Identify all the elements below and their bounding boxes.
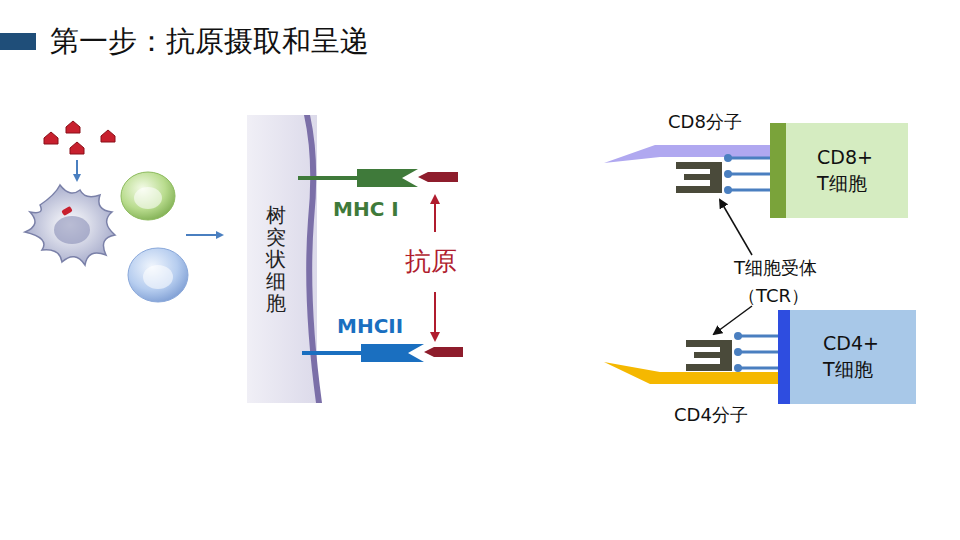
antigen-label: 抗原 xyxy=(405,244,457,279)
cell-membrane xyxy=(304,115,322,403)
t-cell-box: CD8+ T细胞 xyxy=(770,123,908,218)
mhc-ii-receptor xyxy=(361,344,424,362)
tcr-label: T细胞受体 xyxy=(734,256,817,280)
pointer-arrow xyxy=(434,196,436,232)
node-label: CD4+ T细胞 xyxy=(823,331,893,382)
pointer-arrow xyxy=(434,292,436,340)
molecule-label: CD8分子 xyxy=(668,110,742,134)
tcr-label: （TCR） xyxy=(738,284,809,308)
tcr xyxy=(686,340,732,371)
mhc-i-receptor xyxy=(357,169,418,187)
receptor-label: MHC I xyxy=(333,197,399,221)
nucleus xyxy=(54,216,90,244)
molecule-label: CD4分子 xyxy=(674,403,748,427)
t-cell-box: CD4+ T细胞 xyxy=(778,310,916,404)
tcr xyxy=(676,162,722,193)
antigen-peptide xyxy=(424,347,463,357)
mhc-stalk xyxy=(302,351,362,355)
t-cell xyxy=(121,172,175,220)
title: 第一步：抗原摄取和呈递 xyxy=(50,22,369,62)
engulfed-antigen xyxy=(61,206,73,216)
t-cell xyxy=(128,248,188,302)
leader-arrow xyxy=(720,200,752,255)
flow-arrow xyxy=(186,234,222,236)
title-bar xyxy=(0,33,36,50)
mhc-stalk xyxy=(298,176,358,180)
dendritic-cell xyxy=(25,185,115,265)
node-label: 树突状细胞 xyxy=(266,204,286,314)
uptake-arrow xyxy=(76,160,78,180)
antigen-peptide xyxy=(418,172,458,182)
cell-band: 树突状细胞 xyxy=(247,115,305,403)
node-label: CD8+ T细胞 xyxy=(817,145,887,196)
receptor-label: MHCII xyxy=(337,314,403,338)
cd8-molecule xyxy=(604,145,772,163)
leader-arrow xyxy=(714,306,752,334)
antigen-particles xyxy=(44,121,115,154)
